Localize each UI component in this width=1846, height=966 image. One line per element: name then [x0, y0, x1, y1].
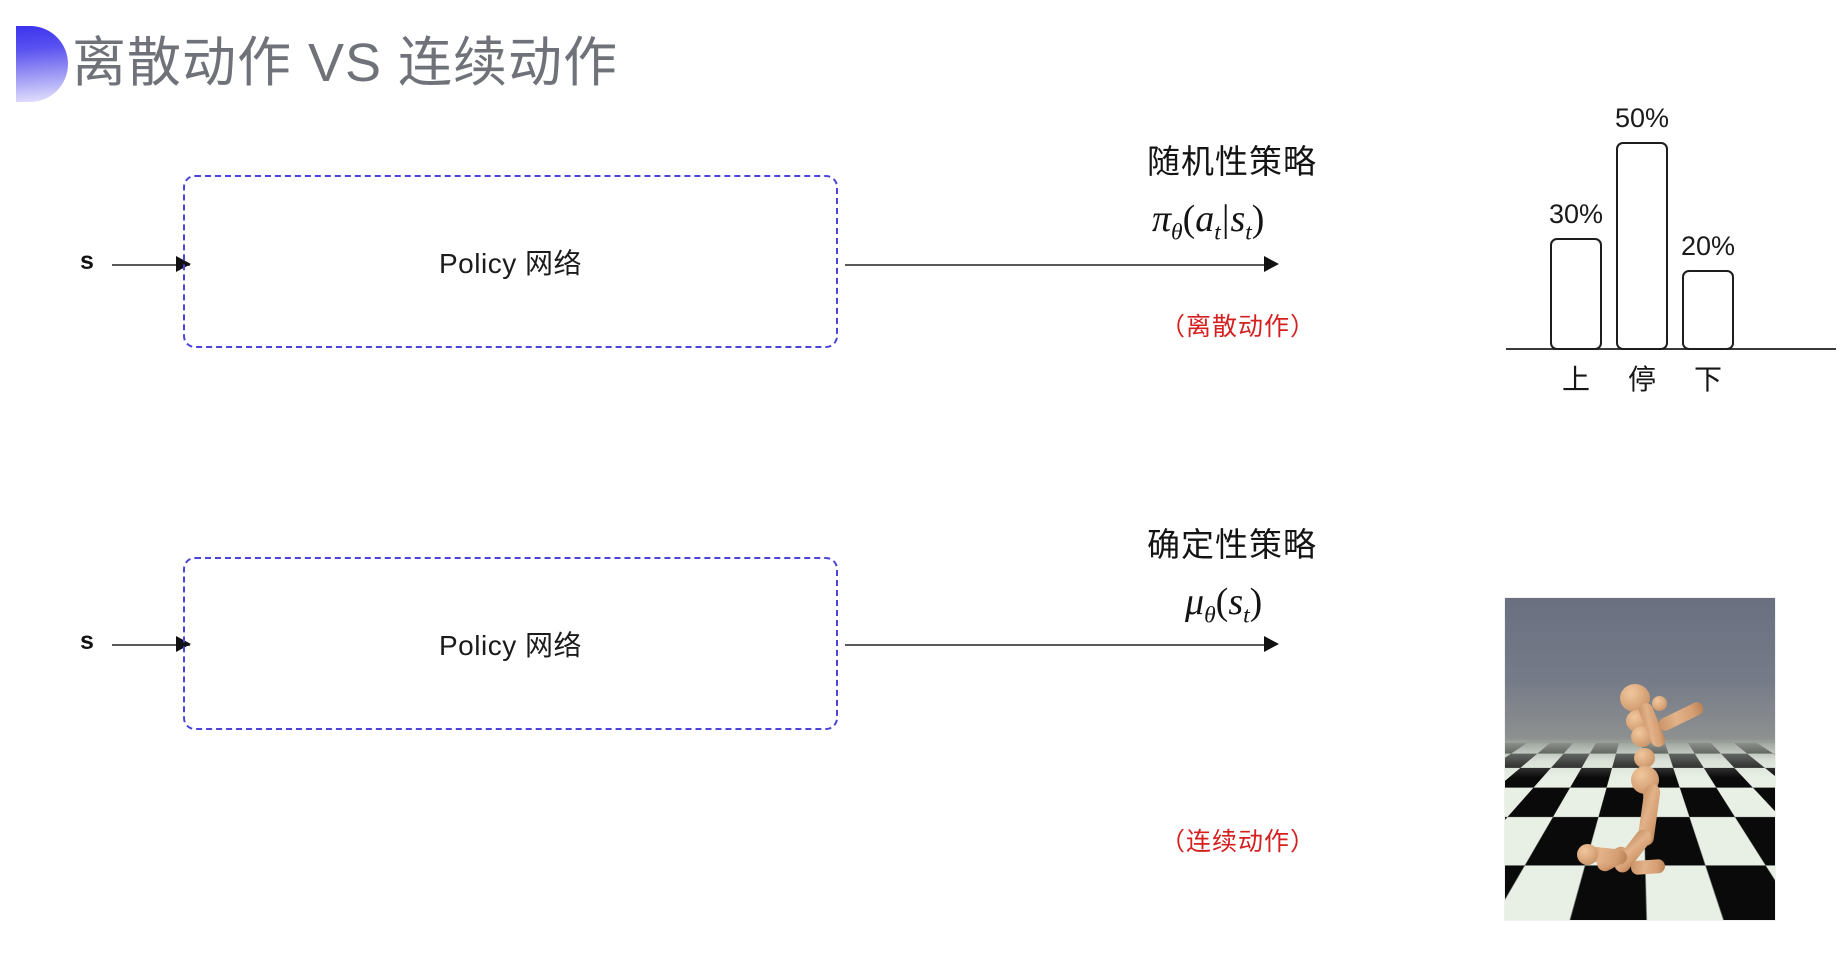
formula-given-bar: |: [1221, 198, 1231, 240]
formula-state: s: [1230, 198, 1245, 240]
formula-mu-subscript: θ: [1204, 603, 1216, 629]
action-note-continuous: （连续动作）: [1160, 822, 1316, 858]
formula-action: a: [1195, 198, 1214, 240]
formula-deterministic-policy: μθ(st): [1185, 580, 1262, 630]
policy-network-label-discrete: Policy 网络: [185, 242, 836, 282]
page-title: 离散动作 VS 连续动作: [72, 24, 618, 102]
bar-value-up: 30%: [1528, 199, 1624, 230]
formula-stochastic-policy: πθ(at|st): [1152, 197, 1264, 247]
bar-group-up: 30% 上: [1550, 96, 1602, 350]
humanoid-simulation-image: [1505, 598, 1775, 920]
action-note-discrete: （离散动作）: [1160, 307, 1316, 343]
humanoid-fist: [1652, 696, 1667, 711]
bar-value-down: 20%: [1660, 231, 1756, 262]
policy-network-box-discrete[interactable]: Policy 网络: [183, 175, 838, 348]
formula-close-paren: ): [1252, 198, 1265, 240]
state-label-discrete: s: [80, 247, 94, 276]
humanoid-front-foot: [1631, 859, 1666, 875]
state-label-continuous: s: [80, 627, 94, 656]
policy-network-label-continuous: Policy 网络: [185, 624, 836, 664]
arrow-right-icon: [1264, 636, 1279, 652]
bar-group-down: 20% 下: [1682, 96, 1734, 350]
humanoid-abdomen: [1634, 748, 1655, 768]
arrow-right-icon: [1264, 256, 1279, 272]
policy-network-box-continuous[interactable]: Policy 网络: [183, 557, 838, 730]
arrow-box-to-humanoid-line: [845, 644, 1275, 646]
arrow-box-to-chart-line: [845, 264, 1275, 266]
humanoid-rear-knee: [1577, 844, 1598, 865]
bar-category-down: 下: [1660, 358, 1756, 398]
formula-action-subscript: t: [1214, 220, 1221, 246]
formula-pi-subscript: θ: [1171, 220, 1183, 246]
formula-mu: μ: [1185, 581, 1204, 623]
half-circle-gradient-icon: [16, 26, 68, 102]
bar-rect-down: [1682, 270, 1734, 350]
bar-group-stop: 50% 停: [1616, 96, 1668, 350]
formula-close-paren: ): [1250, 581, 1263, 623]
policy-name-stochastic: 随机性策略: [1147, 135, 1317, 183]
bar-rect-up: [1550, 238, 1602, 350]
bar-value-stop: 50%: [1594, 103, 1690, 134]
formula-open-paren: (: [1183, 198, 1196, 240]
formula-open-paren: (: [1216, 581, 1229, 623]
formula-pi: π: [1152, 198, 1171, 240]
policy-name-deterministic: 确定性策略: [1147, 518, 1317, 566]
discrete-action-bar-chart: 30% 上 50% 停 20% 下: [1506, 96, 1836, 396]
formula-state: s: [1228, 581, 1243, 623]
